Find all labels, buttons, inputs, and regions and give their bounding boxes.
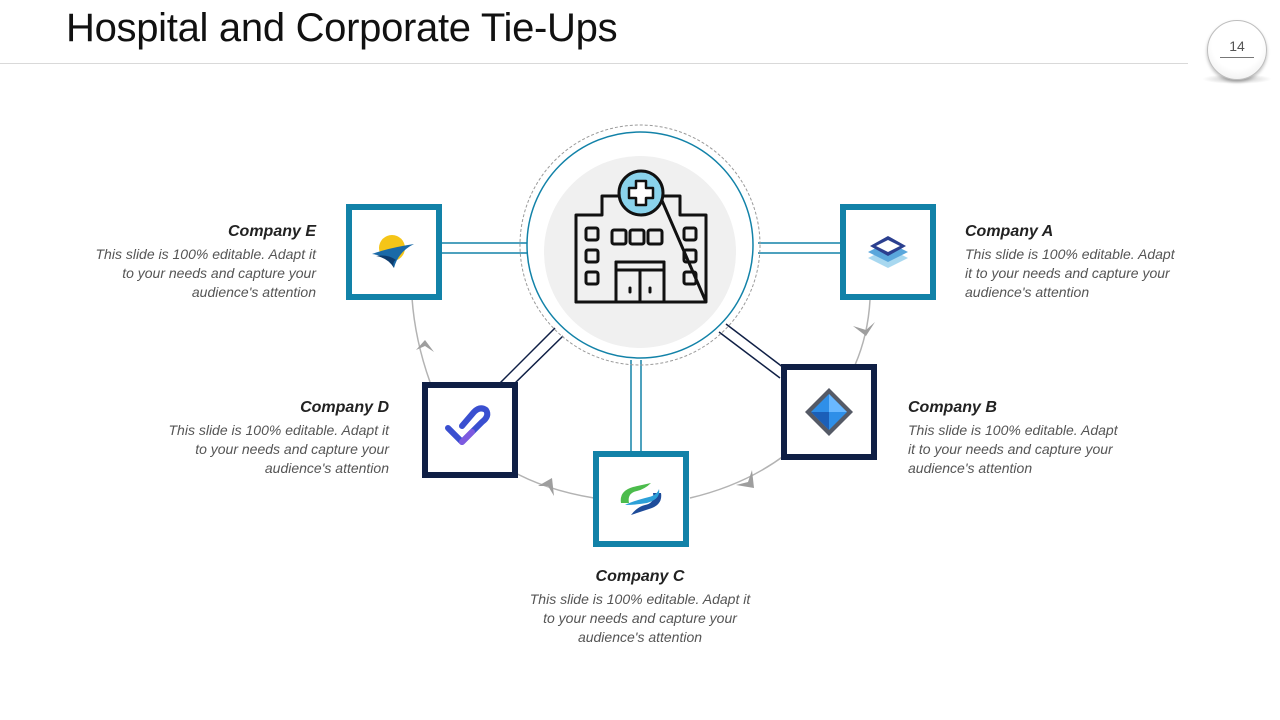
company-c-name: Company C bbox=[595, 568, 685, 585]
arrow-c-to-d bbox=[538, 478, 554, 496]
arc-b-to-c bbox=[689, 454, 786, 499]
company-b-logo-box bbox=[781, 364, 877, 460]
stacked-layers-logo-icon bbox=[868, 236, 908, 268]
checkmark-loop-logo-icon bbox=[445, 405, 491, 445]
hub-inner-circle bbox=[544, 156, 736, 348]
arrow-d-to-e bbox=[416, 340, 434, 352]
company-e-description: This slide is 100% editable. Adapt it to… bbox=[95, 246, 317, 300]
company-e-logo-box bbox=[346, 204, 442, 300]
company-b-text: Company B This slide is 100% editable. A… bbox=[908, 399, 1126, 478]
connector-b-2 bbox=[718, 331, 781, 379]
company-d-description: This slide is 100% editable. Adapt it to… bbox=[168, 422, 390, 476]
company-e-text: Company E This slide is 100% editable. A… bbox=[86, 223, 317, 302]
arrow-a-to-b bbox=[853, 322, 875, 336]
connector-d-1 bbox=[499, 327, 556, 384]
connector-b-1 bbox=[725, 323, 785, 369]
hub-outer-dashed-ring bbox=[519, 124, 761, 366]
company-a-text: Company A This slide is 100% editable. A… bbox=[965, 223, 1183, 302]
company-c-text: Company C This slide is 100% editable. A… bbox=[525, 568, 755, 647]
interlocking-s-logo-icon bbox=[620, 483, 662, 515]
page-number: 14 bbox=[1229, 38, 1245, 54]
page-number-underline bbox=[1220, 57, 1254, 58]
diamond-logo-icon bbox=[805, 388, 853, 436]
company-d-logo-box bbox=[422, 382, 518, 478]
company-b-name: Company B bbox=[908, 399, 997, 416]
company-c-description: This slide is 100% editable. Adapt it to… bbox=[529, 591, 751, 645]
company-a-name: Company A bbox=[965, 223, 1054, 240]
medical-cross-icon bbox=[627, 179, 655, 207]
slide-title: Hospital and Corporate Tie-Ups bbox=[66, 6, 618, 50]
company-b-description: This slide is 100% editable. Adapt it to… bbox=[908, 422, 1118, 476]
hospital-icon bbox=[574, 194, 708, 304]
connectors bbox=[440, 242, 842, 452]
company-a-logo-box bbox=[840, 204, 936, 300]
company-d-text: Company D This slide is 100% editable. A… bbox=[159, 399, 390, 478]
connector-d-2 bbox=[509, 335, 564, 389]
arc-d-to-e bbox=[411, 297, 431, 383]
company-d-name: Company D bbox=[300, 399, 389, 416]
company-e-name: Company E bbox=[227, 223, 316, 240]
title-divider bbox=[0, 63, 1188, 64]
company-c-logo-box bbox=[593, 451, 689, 547]
company-a-description: This slide is 100% editable. Adapt it to… bbox=[965, 246, 1175, 300]
page-number-badge: 14 bbox=[1207, 20, 1267, 80]
arrow-b-to-c bbox=[736, 470, 754, 488]
sun-swoosh-logo-icon bbox=[372, 235, 414, 268]
cycle-arrows bbox=[416, 322, 875, 496]
